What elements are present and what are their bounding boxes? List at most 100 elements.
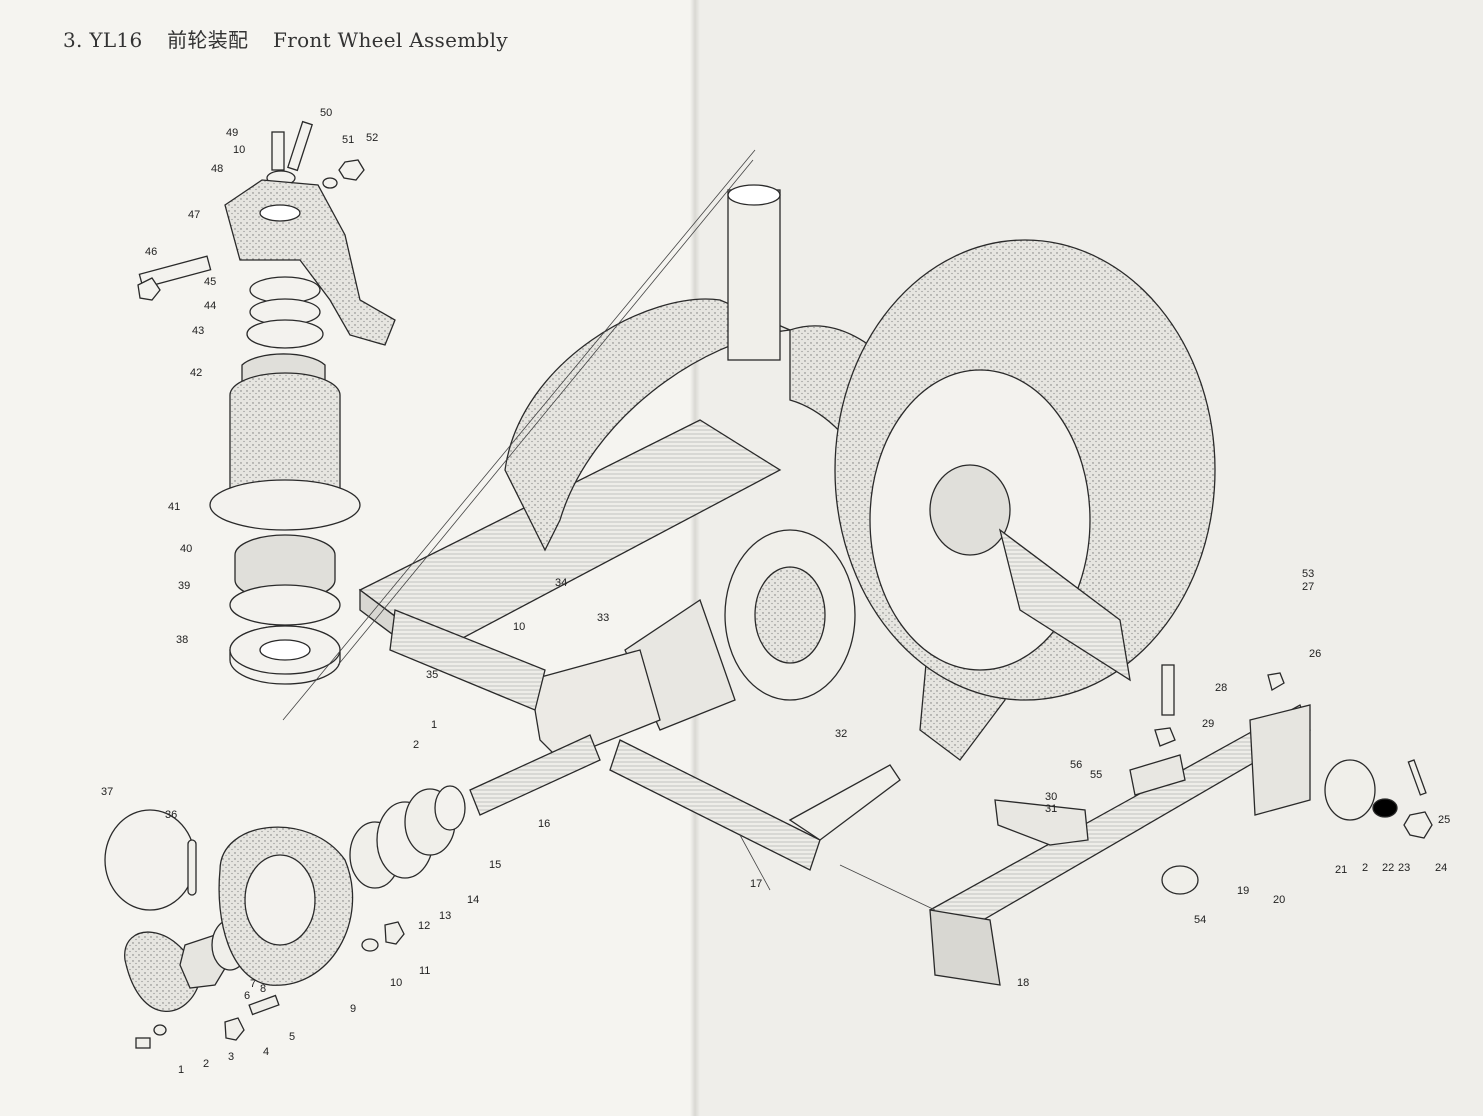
- ring-43: [246, 319, 324, 349]
- callout: 28: [1215, 682, 1227, 694]
- callout: 16: [538, 818, 550, 830]
- king-pin-shaft: [727, 189, 781, 361]
- washer-2: [153, 1024, 167, 1036]
- spindle-block-33: [529, 649, 661, 761]
- callout: 47: [188, 209, 200, 221]
- steering-arm-47: [224, 179, 396, 346]
- callout: 29: [1202, 718, 1214, 730]
- spindle-16: [469, 734, 601, 816]
- callout: 2: [1362, 862, 1368, 874]
- nut-29: [1154, 727, 1176, 747]
- callout: 15: [489, 859, 501, 871]
- callout-labels: 50 49 51 52 10 48 47 46 45 44 43 42 41 4…: [101, 107, 1450, 1076]
- book-gutter: [690, 0, 700, 1116]
- callout: 2: [413, 739, 419, 751]
- nut-4: [224, 1017, 245, 1041]
- callout: 56: [1070, 759, 1082, 771]
- callout: 54: [1194, 914, 1206, 926]
- callout: 23: [1398, 862, 1410, 874]
- bolt-46: [138, 255, 212, 289]
- key-50: [287, 120, 313, 172]
- callout: 32: [835, 728, 847, 740]
- flange-41: [209, 479, 361, 531]
- callout: 40: [180, 543, 192, 555]
- callout: 25: [1438, 814, 1450, 826]
- callout: 49: [226, 127, 238, 139]
- stud-5: [248, 994, 280, 1016]
- callout: 9: [350, 1003, 356, 1015]
- callout: 7: [250, 978, 256, 990]
- bolt-head-46: [137, 277, 161, 301]
- callout: 46: [145, 246, 157, 258]
- callout: 26: [1309, 648, 1321, 660]
- callout: 45: [204, 276, 216, 288]
- callout: 11: [419, 965, 430, 977]
- callout: 35: [426, 669, 438, 681]
- bushing-54: [1161, 865, 1199, 895]
- king-pin-stack: [137, 120, 396, 685]
- washer-51: [322, 177, 338, 189]
- callout: 5: [289, 1031, 295, 1043]
- hub-flange-center: [754, 566, 826, 664]
- callout: 20: [1273, 894, 1285, 906]
- callout: 41: [168, 501, 180, 513]
- callout: 38: [176, 634, 188, 646]
- king-pin-top: [727, 184, 781, 206]
- callout: 53: [1302, 568, 1314, 580]
- callout: 36: [165, 809, 177, 821]
- callout: 21: [1335, 864, 1347, 876]
- nut-11: [384, 921, 405, 945]
- callout: 8: [260, 983, 266, 995]
- title-english: Front Wheel Assembly: [273, 28, 508, 52]
- callout: 10: [233, 144, 245, 156]
- pin-35: [389, 609, 546, 711]
- callout: 31: [1045, 803, 1057, 815]
- callout: 22: [1382, 862, 1394, 874]
- callout: 4: [263, 1046, 269, 1058]
- bolt-1: [135, 1037, 151, 1049]
- arm-bore: [259, 204, 301, 222]
- washer-23: [1372, 798, 1398, 818]
- callout: 19: [1237, 885, 1249, 897]
- callout: 10: [390, 977, 402, 989]
- callout: 12: [418, 920, 430, 932]
- wheel-hub-exploded: [104, 734, 601, 1049]
- section-number: 3. YL16: [63, 28, 143, 52]
- nipple-26: [1267, 672, 1285, 691]
- flange-21: [1324, 759, 1376, 821]
- callout: 1: [178, 1064, 184, 1076]
- bolt-28: [1161, 664, 1175, 716]
- ring-39: [229, 584, 341, 626]
- callout: 10: [513, 621, 525, 633]
- cross-beam-end: [929, 909, 1001, 986]
- callout: 17: [750, 878, 762, 890]
- callout: 13: [439, 910, 451, 922]
- callout: 50: [320, 107, 332, 119]
- callout: 18: [1017, 977, 1029, 989]
- cotter-pin-25: [1407, 759, 1427, 796]
- tie-rod-17: [609, 739, 821, 871]
- ring-15: [434, 785, 466, 831]
- front-axle-and-wheel: [358, 184, 1433, 986]
- callout: 39: [178, 580, 190, 592]
- nut-24: [1403, 811, 1433, 839]
- tie-rod-arm: [788, 764, 901, 841]
- callout: 30: [1045, 791, 1057, 803]
- washer-38-bore: [259, 639, 311, 661]
- gasket-37: [104, 809, 196, 911]
- cotter-pin-36: [187, 839, 197, 896]
- callout: 52: [366, 132, 378, 144]
- cross-beam-block: [1249, 704, 1311, 816]
- block-55: [1129, 754, 1186, 796]
- callout: 43: [192, 325, 204, 337]
- hub-9-bore: [244, 854, 316, 946]
- pin-31: [994, 799, 1089, 846]
- leader-lines: [282, 149, 936, 911]
- callout: 55: [1090, 769, 1102, 781]
- bolt-49: [271, 131, 285, 171]
- callout: 51: [342, 134, 354, 146]
- callout: 44: [204, 300, 216, 312]
- callout: 14: [467, 894, 479, 906]
